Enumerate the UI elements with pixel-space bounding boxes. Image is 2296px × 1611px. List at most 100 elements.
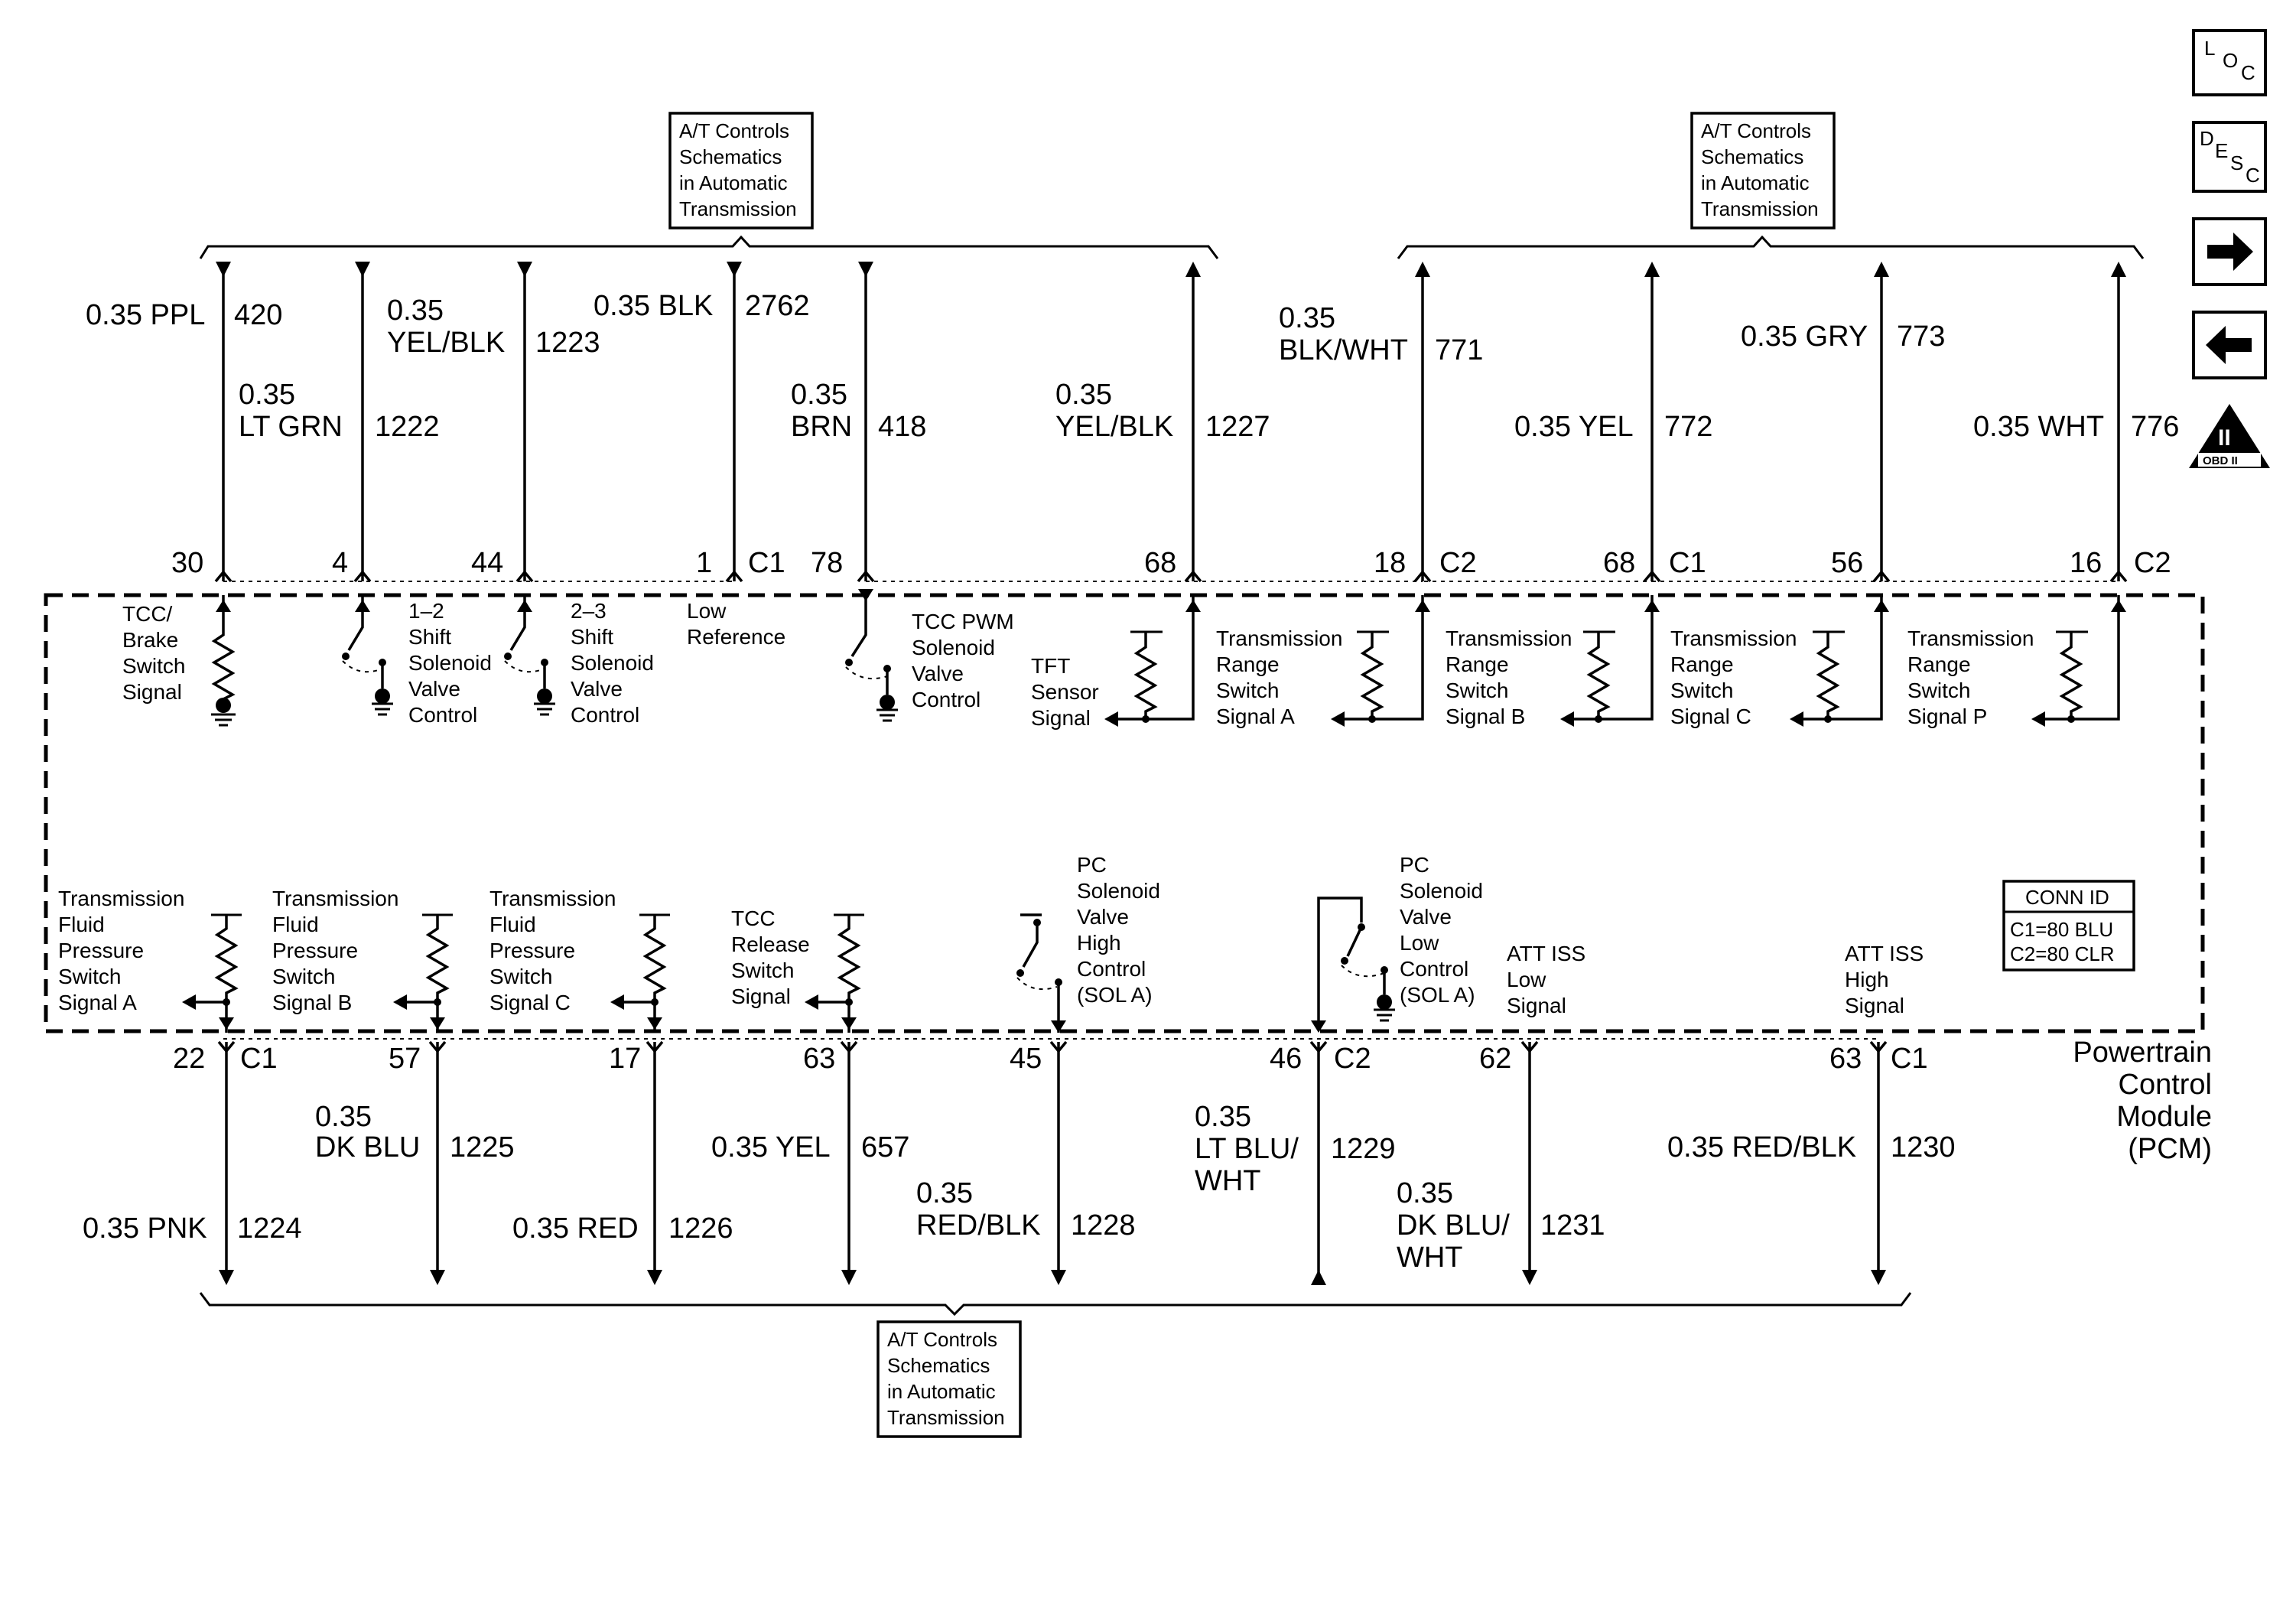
tcc-release-label: TCC Release Switch Signal (731, 906, 810, 1008)
wire-771[interactable] (1413, 262, 1432, 583)
wire-1224[interactable] (217, 1040, 236, 1285)
desc-letter: C (2246, 164, 2260, 187)
wire-1230[interactable] (1869, 1040, 1888, 1285)
loc-letter: O (2223, 49, 2238, 72)
component-label-line: High (1845, 968, 1889, 991)
wire-420[interactable] (214, 262, 233, 583)
component-label-line: Sensor (1031, 680, 1099, 704)
wire-2762[interactable] (725, 262, 743, 583)
wire-1226[interactable] (646, 1040, 664, 1285)
obd-ii-icon[interactable]: II OBD II (2189, 404, 2270, 468)
tcc-brake-switch-circuit (211, 595, 236, 727)
component-label-line: Signal P (1907, 705, 1987, 728)
circuit-number: 776 (2131, 411, 2179, 443)
wire-772[interactable] (1643, 262, 1661, 583)
component-label-line: Valve (1077, 905, 1129, 929)
component-label-line: Signal C (1670, 705, 1751, 728)
component-label-line: Fluid (272, 913, 319, 936)
component-label-line: Signal B (272, 991, 352, 1014)
wire-1222[interactable] (353, 262, 372, 583)
wire-color: LT GRN (239, 411, 343, 443)
circuit-number: 1228 (1071, 1209, 1136, 1242)
ref-box-line: A/T Controls (1701, 119, 1811, 142)
conn-id-c2: C2=80 CLR (2010, 942, 2115, 965)
desc-icon[interactable]: D E S C (2192, 121, 2267, 193)
arrow-right-icon[interactable] (2192, 217, 2267, 286)
wire-color: WHT (1195, 1165, 1261, 1197)
wire-color: BRN (791, 411, 852, 443)
wire-1229[interactable] (1309, 1040, 1328, 1285)
component-label-line: Range (1216, 653, 1280, 676)
component-label-line: Switch (1670, 679, 1733, 702)
component-label-line: ATT ISS (1507, 942, 1585, 965)
tfp-b-circuit (393, 913, 453, 1033)
wire-size: 0.35 (315, 1101, 372, 1133)
pc-solenoid-high-switch (1016, 913, 1066, 1033)
component-label-line: Control (571, 703, 639, 727)
circuit-number: 1231 (1540, 1209, 1605, 1242)
module-label: Powertrain Control Module (PCM) (2073, 1037, 2212, 1165)
component-label-line: (SOL A) (1400, 983, 1475, 1007)
connector-label: C1 (748, 547, 785, 579)
tcc-brake-label: TCC/ Brake Switch Signal (122, 602, 185, 704)
component-label-line: Brake (122, 628, 178, 652)
wire-color: 0.35 WHT (1973, 411, 2104, 443)
tcc-pwm-label: TCC PWM Solenoid Valve Control (912, 610, 1014, 711)
tfp-a-circuit (182, 913, 242, 1033)
trs-a-label: Transmission Range Switch Signal A (1216, 626, 1342, 728)
component-label-line: TFT (1031, 654, 1070, 678)
wire-1227[interactable] (1184, 262, 1202, 583)
bracket-top-left (199, 235, 1219, 259)
arrow-left-icon[interactable] (2192, 311, 2267, 379)
pcm-boundary (44, 593, 2205, 1033)
pin-number: 4 (332, 547, 348, 579)
wire-773[interactable] (1872, 262, 1891, 583)
component-label-line: Switch (58, 965, 121, 988)
wire-color: 0.35 YEL (1514, 411, 1634, 443)
connector-label: C1 (240, 1043, 278, 1075)
wire-1231[interactable] (1520, 1040, 1539, 1285)
component-label-line: Valve (408, 677, 460, 701)
att-iss-high-label: ATT ISS High Signal (1845, 942, 1924, 1017)
trs-c-label: Transmission Range Switch Signal C (1670, 626, 1797, 728)
tft-sensor-circuit (1104, 595, 1201, 727)
tcc-release-circuit (805, 913, 864, 1033)
component-label-line: Transmission (1907, 626, 2034, 650)
ref-box-line: Schematics (679, 145, 782, 168)
trs-b-circuit (1560, 595, 1660, 727)
component-label-line: Transmission (58, 887, 184, 910)
wire-color: RED/BLK (916, 1209, 1041, 1242)
conn-id-c1: C1=80 BLU (2010, 918, 2113, 941)
component-label-line: Transmission (1216, 626, 1342, 650)
ref-box-top-right[interactable]: A/T Controls Schematics in Automatic Tra… (1690, 112, 1836, 229)
component-label-line: Low (687, 599, 727, 623)
tfp-c-label: Transmission Fluid Pressure Switch Signa… (489, 887, 616, 1014)
trs-p-label: Transmission Range Switch Signal P (1907, 626, 2034, 728)
pc-low-label: PC Solenoid Valve Low Control (SOL A) (1400, 853, 1483, 1007)
ref-box-top-left[interactable]: A/T Controls Schematics in Automatic Tra… (668, 112, 814, 229)
wire-776[interactable] (2109, 262, 2128, 583)
tfp-c-circuit (610, 913, 670, 1033)
component-label-line: Pressure (272, 939, 358, 962)
connector-label: C1 (1669, 547, 1706, 579)
low-reference-label: Low Reference (687, 599, 785, 649)
circuit-number: 1227 (1205, 411, 1270, 443)
component-label-line: Switch (272, 965, 335, 988)
ref-box-bottom[interactable]: A/T Controls Schematics in Automatic Tra… (876, 1320, 1022, 1438)
loc-icon[interactable]: L O C (2192, 29, 2267, 96)
circuit-number: 657 (861, 1131, 909, 1164)
wire-1223[interactable] (515, 262, 534, 583)
wire-1228[interactable] (1049, 1040, 1068, 1285)
wire-657[interactable] (840, 1040, 858, 1285)
component-label-line: Signal (1031, 706, 1091, 730)
component-label-line: Transmission (1446, 626, 1572, 650)
wire-1225[interactable] (428, 1040, 447, 1285)
wire-size: 0.35 (1195, 1101, 1251, 1133)
ref-box-line: Transmission (1701, 197, 1819, 220)
wire-color: 0.35 YEL (711, 1131, 831, 1164)
obd-label: OBD II (2203, 454, 2238, 467)
wire-418[interactable] (857, 262, 875, 583)
pin-number: 68 (1603, 547, 1635, 579)
component-label-line: Valve (1400, 905, 1452, 929)
